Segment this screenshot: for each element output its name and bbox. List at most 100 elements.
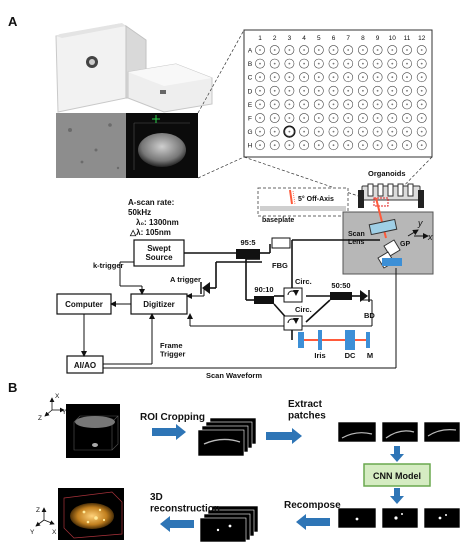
well-dot (362, 89, 364, 92)
well-dot (317, 89, 320, 92)
dc-label: DC (345, 351, 356, 360)
axis-z-top: Z (38, 415, 42, 422)
well-dot (332, 89, 335, 92)
scan-waveform-label: Scan Waveform (206, 371, 262, 380)
well-dot (273, 62, 276, 65)
plate-col-4: 4 (302, 35, 306, 42)
axis-x-bottom: X (52, 529, 57, 536)
well-dot (406, 49, 408, 51)
aiao-label: AI/AO (74, 361, 96, 370)
arrow-extract (266, 428, 302, 444)
patches-row (337, 421, 461, 443)
arrow-from-cnn (390, 488, 404, 504)
well-dot (362, 76, 364, 79)
well-dot (273, 117, 276, 119)
well-dot (288, 89, 291, 92)
coupler-90-10 (254, 296, 274, 304)
well-dot (259, 103, 261, 106)
well-dot (362, 103, 364, 106)
plate-wells (255, 45, 427, 151)
plate-col-5: 5 (317, 35, 321, 42)
coupler-95-5 (236, 249, 260, 259)
plate-col-1: 1 (258, 35, 262, 42)
well-dot (332, 103, 335, 106)
well-dot (420, 89, 423, 92)
well-dot (303, 62, 305, 65)
well-dot (259, 117, 261, 119)
axis-x-label: x (427, 232, 433, 242)
well-dot (273, 130, 276, 133)
well-dot (347, 62, 350, 65)
well-dot (376, 89, 379, 92)
signal-wires (81, 261, 397, 369)
well-dot (259, 76, 261, 79)
well-dot (362, 49, 364, 51)
plate-col-6: 6 (332, 35, 336, 42)
bd-label: BD (364, 311, 375, 320)
plate-row-H: H (248, 143, 253, 150)
well-dot (347, 103, 350, 106)
well-dot (420, 62, 423, 65)
collimator (382, 258, 402, 266)
well-dot (406, 130, 408, 133)
well-dot (391, 76, 394, 79)
well-dot (362, 117, 364, 119)
well-dot (376, 103, 379, 106)
plate-row-F: F (248, 116, 252, 123)
organoids-label: Organoids (368, 169, 406, 178)
ratio-95-5: 95:5 (240, 238, 255, 247)
k-trigger-label: k-trigger (93, 261, 124, 270)
well-dot (288, 103, 291, 106)
well-dot (317, 130, 320, 133)
plate-col-10: 10 (389, 35, 397, 42)
axis-z-bottom: Z (36, 507, 40, 514)
well-dot (273, 89, 276, 92)
plate-col-8: 8 (361, 35, 365, 42)
well-dot (420, 130, 423, 133)
off-axis-inset (257, 187, 349, 217)
m-label: M (367, 351, 373, 360)
well-dot (376, 76, 379, 79)
plate-col-7: 7 (346, 35, 350, 42)
well-dot (391, 49, 394, 51)
recompose-label: Recompose (284, 500, 341, 511)
well-dot (406, 62, 408, 65)
brightfield-image (56, 113, 126, 178)
well-dot (288, 49, 291, 51)
well-dot (259, 49, 261, 51)
well-dot (288, 130, 291, 133)
well-dot (317, 76, 320, 79)
coupler-50-50 (330, 292, 352, 300)
ref-collimator (298, 332, 304, 348)
plate-col-3: 3 (288, 35, 292, 42)
iris (318, 330, 322, 350)
well-dot (259, 144, 261, 147)
well-dot (391, 62, 394, 65)
well-dot (332, 76, 335, 79)
well-dot (406, 144, 408, 147)
well-dot (406, 89, 408, 92)
plate-col-11: 11 (404, 35, 411, 42)
plate-row-E: E (248, 102, 253, 109)
well-dot (347, 49, 350, 51)
well-dot (288, 62, 291, 65)
panel-b-label: B (8, 380, 17, 395)
well-dot (303, 130, 305, 133)
digitizer-label: Digitizer (143, 300, 175, 309)
well-dot (332, 117, 335, 119)
gp-label: GP (400, 241, 410, 248)
swept-source-box (133, 239, 185, 267)
well-dot (376, 144, 379, 147)
plate-col-9: 9 (376, 35, 380, 42)
axis-y-label: y (417, 218, 423, 228)
well-dot (259, 130, 261, 133)
circ1-label: Circ. (295, 277, 312, 286)
computer-label: Computer (65, 300, 103, 309)
axes-triad-top (44, 397, 65, 417)
fbg-label: FBG (272, 261, 288, 270)
circ2-label: Circ. (295, 305, 312, 314)
